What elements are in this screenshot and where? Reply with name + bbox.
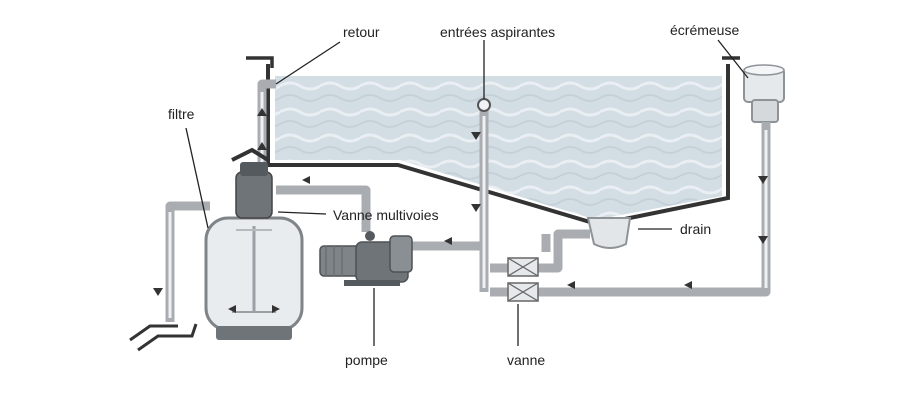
label-vanne: vanne bbox=[507, 352, 546, 368]
pump bbox=[319, 231, 413, 286]
label-entrees-aspirantes: entrées aspirantes bbox=[440, 24, 556, 40]
label-retour: retour bbox=[343, 24, 380, 40]
pool bbox=[246, 56, 740, 224]
label-filtre: filtre bbox=[168, 106, 195, 122]
arrow-icon bbox=[302, 176, 310, 184]
arrow-icon bbox=[758, 176, 768, 184]
arrow-icon bbox=[257, 108, 267, 116]
pool-coping-left bbox=[246, 56, 274, 68]
filter-base bbox=[216, 326, 292, 340]
pipe-filter-waste bbox=[165, 201, 210, 322]
skimmer-basket bbox=[751, 99, 779, 123]
leader-retour bbox=[275, 41, 341, 85]
leader-lines bbox=[185, 39, 749, 346]
multiport-valve bbox=[231, 147, 273, 219]
leader-filtre bbox=[185, 127, 209, 229]
skimmer bbox=[743, 64, 785, 123]
label-vanne-multivoies: Vanne multivoies bbox=[333, 207, 439, 223]
skimmer-lid bbox=[743, 64, 785, 76]
arrow-icon bbox=[153, 288, 163, 296]
label-drain: drain bbox=[680, 221, 712, 237]
arrow-icon bbox=[471, 204, 481, 212]
arrow-icon bbox=[444, 237, 452, 245]
arrow-icon bbox=[567, 281, 575, 289]
arrow-icon bbox=[684, 281, 692, 289]
valves bbox=[507, 257, 539, 302]
pump-strainer bbox=[389, 235, 413, 273]
waste-outlet bbox=[129, 323, 198, 352]
pipe-drain bbox=[490, 229, 590, 273]
main-drain bbox=[586, 217, 632, 249]
suction-inlet-fitting bbox=[477, 98, 491, 112]
arrow-icon bbox=[758, 236, 768, 244]
flow-arrows bbox=[153, 108, 768, 313]
arrow-icon bbox=[272, 305, 280, 313]
pool-water-texture bbox=[275, 76, 722, 218]
arrow-icon bbox=[257, 142, 267, 150]
pipe-return bbox=[276, 185, 371, 232]
leader-ecremeuse bbox=[717, 39, 749, 79]
filter bbox=[204, 216, 304, 340]
leader-vanne-multi bbox=[277, 211, 327, 215]
arrow-icon bbox=[471, 132, 481, 140]
label-ecremeuse: écrémeuse bbox=[670, 22, 740, 38]
arrow-icon bbox=[228, 305, 236, 313]
pump-base bbox=[344, 280, 400, 286]
label-pompe: pompe bbox=[345, 352, 388, 368]
